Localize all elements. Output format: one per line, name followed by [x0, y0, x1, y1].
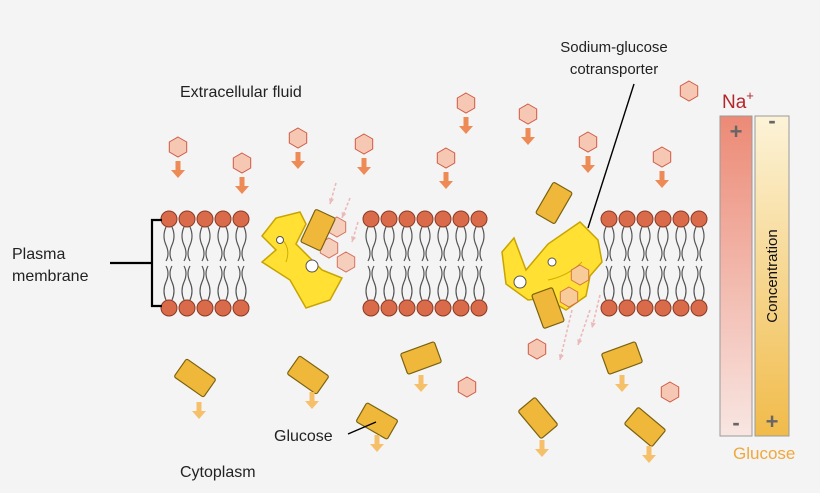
glucose-molecule-icon	[400, 341, 442, 375]
glucose-arrow-icon	[192, 402, 206, 419]
glucose-arrow-icon	[370, 435, 384, 452]
pathway-arrow-icon	[341, 197, 351, 219]
phospholipid	[654, 210, 672, 317]
glucose-molecule-icon	[535, 182, 573, 224]
plasma-membrane-label-line1: Plasma	[12, 246, 65, 263]
phospholipid	[214, 210, 232, 317]
pathway-arrow-icon	[590, 294, 601, 329]
phospholipid	[470, 210, 488, 317]
pathway-arrow-icon	[351, 221, 359, 243]
transporter-leader-line	[587, 83, 635, 229]
down-arrow-icon	[171, 161, 185, 178]
phospholipid	[690, 210, 708, 317]
cytoplasm-label: Cytoplasm	[180, 464, 256, 481]
sodium-ion-icon	[527, 338, 547, 360]
glucose-bar-label: Glucose	[733, 444, 795, 463]
membrane-bracket	[110, 218, 162, 308]
sodium-ion-icon	[652, 146, 672, 168]
glucose-minus-sign: -	[768, 108, 775, 133]
sodium-symbol: Na+	[722, 88, 754, 113]
concentration-axis-label: Concentration	[764, 229, 781, 322]
sodium-ion-icon	[570, 264, 590, 286]
down-arrow-icon	[357, 158, 371, 175]
phospholipid	[452, 210, 470, 317]
glucose-molecule-icon	[624, 407, 666, 447]
sodium-ion-icon	[679, 80, 699, 102]
pathway-arrow-icon	[329, 182, 337, 205]
glucose-molecule-icon	[174, 358, 216, 398]
sodium-ion-icon	[518, 103, 538, 125]
down-arrow-icon	[235, 177, 249, 194]
phospholipid	[362, 210, 380, 317]
glucose-arrow-icon	[615, 375, 629, 392]
concentration-gradient-bars: Na+ + - - + Concentration Glucose	[719, 88, 795, 463]
phospholipid	[416, 210, 434, 317]
down-arrow-icon	[459, 117, 473, 134]
glucose-molecule-icon	[287, 355, 329, 395]
down-arrow-icon	[581, 156, 595, 173]
glucose-molecule-icon	[531, 287, 565, 329]
transporter-label-line2: cotransporter	[570, 61, 658, 78]
phospholipid	[196, 210, 214, 317]
sodium-ion-icon	[354, 133, 374, 155]
glucose-plus-sign: +	[766, 409, 779, 434]
phospholipid	[380, 210, 398, 317]
sodium-ion-icon	[578, 131, 598, 153]
sodium-ion-icon	[457, 376, 477, 398]
extracellular-label: Extracellular fluid	[180, 84, 302, 101]
cotransporter-protein-left	[260, 211, 344, 309]
phospholipid-bilayer	[160, 210, 708, 317]
glucose-arrow-icon	[535, 440, 549, 457]
sodium-ion-icon	[168, 136, 188, 158]
down-arrow-icon	[439, 172, 453, 189]
glucose-molecule-icon	[300, 209, 336, 251]
glucose-molecule-icon	[356, 402, 398, 440]
sodium-ion-icon	[456, 92, 476, 114]
sodium-gradient-bar	[719, 115, 753, 437]
phospholipid	[636, 210, 654, 317]
phospholipid	[434, 210, 452, 317]
phospholipid	[232, 210, 250, 317]
transporter-label-line1: Sodium-glucose	[560, 39, 668, 56]
glucose-arrow-icon	[642, 446, 656, 463]
glucose-molecule-icon	[601, 341, 643, 375]
phospholipid	[398, 210, 416, 317]
cotransporter-protein-right	[501, 221, 603, 311]
sodium-ion-icon	[559, 286, 579, 308]
down-arrow-icon	[521, 128, 535, 145]
glucose-leader-line	[347, 421, 377, 435]
sodium-ion-icon	[232, 152, 252, 174]
glucose-arrow-icon	[305, 392, 319, 409]
sodium-ion-icon	[660, 381, 680, 403]
plasma-membrane-label-line2: membrane	[12, 268, 89, 285]
pathway-arrow-icon	[577, 309, 591, 346]
glucose-label: Glucose	[274, 428, 333, 445]
pathway-arrow-icon	[558, 309, 573, 361]
down-arrow-icon	[291, 152, 305, 169]
sodium-plus-sign: +	[730, 119, 743, 144]
particles	[168, 80, 699, 463]
sodium-minus-sign: -	[732, 410, 739, 435]
glucose-arrow-icon	[414, 375, 428, 392]
sodium-ion-icon	[436, 147, 456, 169]
sodium-ion-icon	[288, 127, 308, 149]
glucose-molecule-icon	[518, 397, 558, 439]
down-arrow-icon	[655, 171, 669, 188]
phospholipid	[672, 210, 690, 317]
sodium-charge: +	[746, 88, 754, 103]
phospholipid	[618, 210, 636, 317]
sodium-ion-icon	[336, 251, 356, 273]
glucose-gradient-bar	[754, 115, 790, 437]
phospholipid	[160, 210, 178, 317]
phospholipid	[178, 210, 196, 317]
phospholipid	[600, 210, 618, 317]
